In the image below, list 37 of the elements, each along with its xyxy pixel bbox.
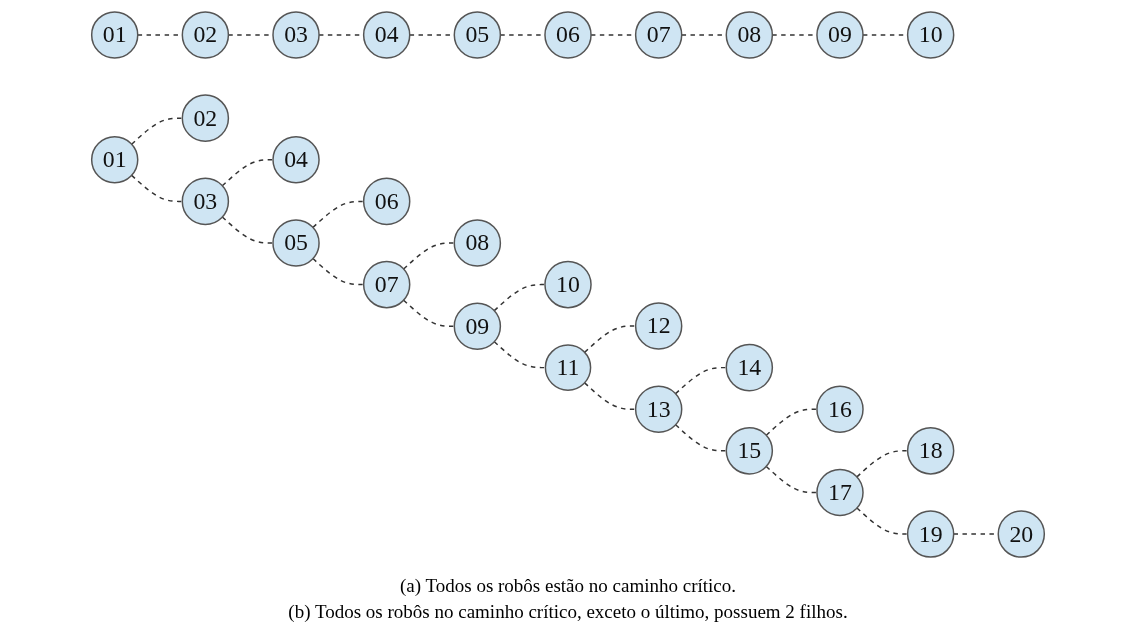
figure-caption: (a) Todos os robôs estão no caminho crítico. — [400, 575, 736, 597]
node-circle: 20 — [997, 510, 1046, 558]
node-circle: 11 — [544, 344, 592, 391]
node-circle: 14 — [725, 343, 774, 392]
node-circle: 05 — [453, 11, 502, 59]
node-circle: 07 — [634, 11, 683, 59]
connector — [765, 408, 818, 436]
connector — [221, 216, 274, 244]
node-circle: 04 — [362, 11, 411, 59]
node-circle: 10 — [544, 260, 592, 309]
node-circle: 09 — [816, 11, 864, 59]
node-circle: 08 — [725, 11, 774, 59]
node-circle: 13 — [634, 385, 683, 433]
node-circle: 06 — [544, 11, 592, 59]
node-circle: 02 — [181, 11, 230, 59]
node-circle: 06 — [362, 177, 411, 226]
node-circle: 19 — [906, 510, 955, 558]
node-circle: 09 — [453, 302, 502, 350]
node-circle: 15 — [725, 427, 774, 475]
node-circle: 01 — [90, 136, 139, 184]
figure-caption: (b) Todos os robôs no caminho crítico, exceto o último, possuem 2 filhos. — [288, 601, 848, 623]
node-circle: 08 — [453, 219, 502, 267]
connector — [221, 159, 274, 187]
node-circle: 03 — [272, 11, 320, 59]
node-circle: 03 — [181, 177, 230, 226]
node-circle: 02 — [181, 94, 230, 142]
node-circle: 17 — [816, 468, 864, 517]
node-circle: 01 — [90, 11, 139, 59]
node-circle: 12 — [634, 302, 683, 350]
node-circle: 04 — [272, 136, 320, 184]
connector — [765, 465, 818, 494]
node-circle: 18 — [906, 427, 955, 475]
node-circle: 16 — [816, 385, 864, 433]
node-circle: 10 — [906, 11, 955, 59]
node-circle: 07 — [362, 260, 411, 309]
connector — [493, 283, 546, 312]
node-circle: 05 — [272, 219, 320, 267]
